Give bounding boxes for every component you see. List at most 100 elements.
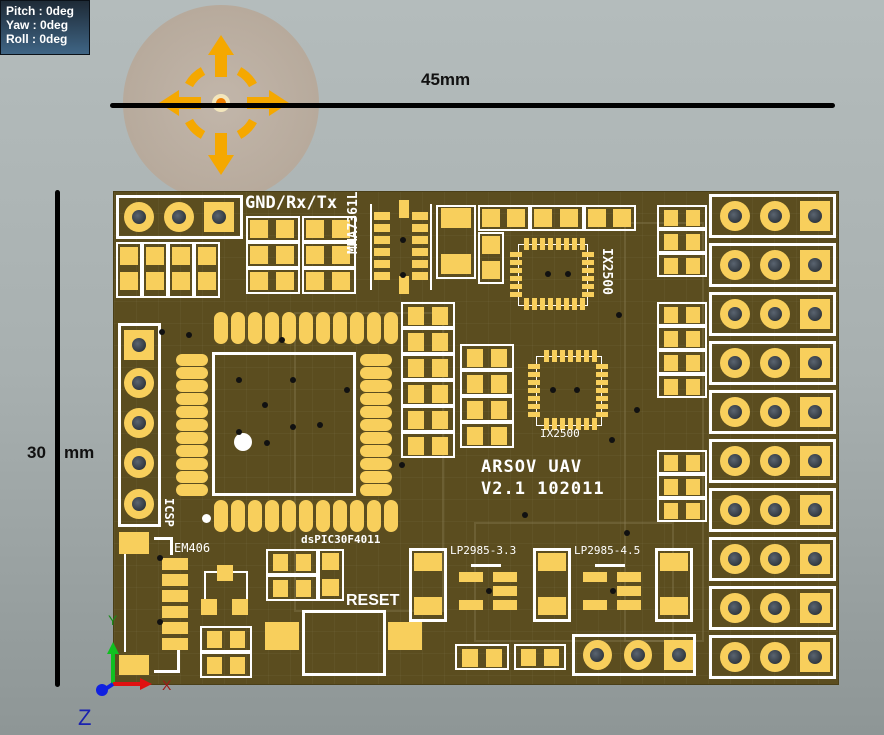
power-pin-1[interactable] xyxy=(583,640,612,670)
capacitor-outline xyxy=(116,242,142,298)
smd-pad xyxy=(534,209,552,227)
power-header[interactable] xyxy=(572,634,696,676)
mcu-pins-top xyxy=(214,312,398,344)
regulator-2-label: LP2985-4.5 xyxy=(574,544,641,557)
servo-header-2[interactable] xyxy=(709,243,836,287)
smd-pad xyxy=(322,553,339,570)
via xyxy=(236,429,242,435)
via xyxy=(279,337,285,343)
smd-pad xyxy=(306,246,324,264)
mcu-pins-bottom xyxy=(214,500,398,532)
serial-pin-3[interactable] xyxy=(204,202,234,232)
power-pin-3[interactable] xyxy=(664,640,694,670)
servo-header-10[interactable] xyxy=(709,635,836,679)
smd-pad xyxy=(250,246,268,264)
axis-gizmo xyxy=(96,642,152,696)
capacitor-column-center xyxy=(401,302,455,458)
mcu-outline xyxy=(212,352,356,496)
icsp-pin-3[interactable] xyxy=(124,408,154,438)
smd-pad xyxy=(482,209,500,227)
smd-pad xyxy=(198,247,216,265)
resistor-outline xyxy=(302,216,356,242)
servo-header-6[interactable] xyxy=(709,439,836,483)
smd-pad xyxy=(146,247,164,265)
icsp-label: ICSP xyxy=(162,498,176,527)
servo-header-5[interactable] xyxy=(709,390,836,434)
serial-pin-2[interactable] xyxy=(164,202,194,232)
via xyxy=(186,332,192,338)
smd-pad xyxy=(250,272,268,290)
smd-pad xyxy=(120,247,138,265)
resistor-outline xyxy=(530,205,584,231)
resistor-outline xyxy=(246,268,300,294)
via xyxy=(262,402,268,408)
servo-header-3[interactable] xyxy=(709,292,836,336)
servo-header-8[interactable] xyxy=(709,537,836,581)
smd-pad xyxy=(613,209,631,227)
smd-pad xyxy=(146,272,164,290)
orientation-readout: Pitch : 0deg Yaw : 0deg Roll : 0deg xyxy=(0,0,90,55)
serial-header-outline xyxy=(116,195,243,239)
servo-header-1[interactable] xyxy=(709,194,836,238)
capacitor-outline xyxy=(168,242,194,298)
height-dimension-value: 30 xyxy=(27,443,46,462)
accelerometer-pads-left xyxy=(374,212,390,284)
icsp-pin-1[interactable] xyxy=(124,330,154,360)
via xyxy=(624,530,630,536)
servo-header-9[interactable] xyxy=(709,586,836,630)
reset-pad xyxy=(265,622,299,650)
capacitor-column-mid xyxy=(657,302,707,398)
via xyxy=(400,237,406,243)
board-title: ARSOV UAV xyxy=(481,457,583,477)
smd-pad xyxy=(306,272,324,290)
pitch-readout: Pitch : 0deg xyxy=(6,4,75,18)
icsp-pin-5[interactable] xyxy=(124,489,154,519)
icsp-pin-2[interactable] xyxy=(124,368,154,398)
via xyxy=(522,512,528,518)
icsp-pin-4[interactable] xyxy=(124,448,154,478)
gps-pins xyxy=(162,558,188,650)
resistor-outline xyxy=(266,575,318,601)
smd-pad xyxy=(332,246,350,264)
smd-pad xyxy=(250,220,268,238)
smd-pad xyxy=(560,209,578,227)
resistor-outline xyxy=(246,216,300,242)
pcb-board[interactable]: GND/Rx/Tx MMA7361L xyxy=(114,191,838,684)
resistor-outline xyxy=(302,268,356,294)
capacitor-column-low xyxy=(657,450,707,522)
servo-header-7[interactable] xyxy=(709,488,836,532)
resistor-outline xyxy=(200,626,252,652)
via xyxy=(399,462,405,468)
servo-header-4[interactable] xyxy=(709,341,836,385)
y-axis-label: Y xyxy=(108,612,118,628)
serial-pin-1[interactable] xyxy=(124,202,154,232)
capacitor-outline xyxy=(478,232,504,284)
roll-readout: Roll : 0deg xyxy=(6,32,68,46)
smd-pad xyxy=(332,220,350,238)
accelerometer-pads-right xyxy=(412,212,428,284)
smd-pad xyxy=(399,276,409,294)
reset-button[interactable] xyxy=(302,610,386,676)
smd-pad xyxy=(120,272,138,290)
via xyxy=(290,424,296,430)
resistor-outline xyxy=(302,242,356,268)
gyro-chip-1 xyxy=(510,238,594,310)
mcu-label: dsPIC30F4011 xyxy=(301,533,381,546)
via xyxy=(159,329,165,335)
smd-pad xyxy=(399,200,409,218)
capacitor-outline xyxy=(194,242,220,298)
gps-label: EM406 xyxy=(174,541,211,555)
gps-outline xyxy=(124,554,126,652)
via xyxy=(290,377,296,383)
power-pin-2[interactable] xyxy=(623,640,653,670)
z-axis-label: Z xyxy=(78,705,92,730)
regulator-cap-outline xyxy=(533,548,571,622)
mcu-pins-left xyxy=(176,354,208,496)
pin1-dot-icon xyxy=(202,514,211,523)
width-dimension-label: 45mm xyxy=(421,70,471,89)
height-dimension-line xyxy=(55,190,60,687)
smd-pad xyxy=(588,209,606,227)
smd-pad xyxy=(172,247,190,265)
regulator-1-label: LP2985-3.3 xyxy=(450,544,517,557)
accelerometer-label: MMA7361L xyxy=(346,191,361,254)
